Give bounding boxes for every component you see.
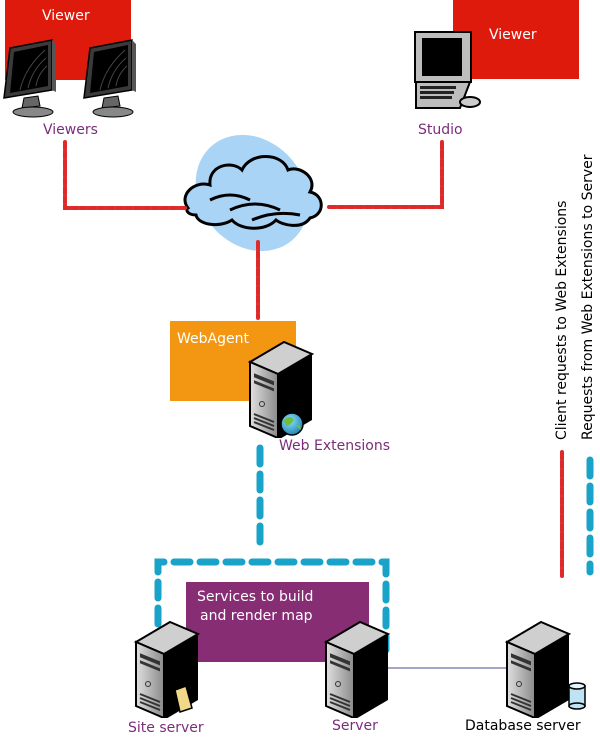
server-label: Server [332,718,378,734]
folder-icon [174,685,193,713]
globe-icon [280,412,304,436]
server-tower-icon [506,621,570,718]
web-extensions-label: Web Extensions [279,438,390,454]
viewers-to-cloud-line [63,140,187,210]
viewers-label: Viewers [43,122,98,138]
services-bounding-box [154,558,390,654]
studio-label: Studio [418,122,463,138]
studio-to-cloud-line [325,140,444,209]
viewer-box-left-label: Viewer [42,8,90,24]
legend-client-requests: Client requests to Web Extensions [554,200,570,440]
internet-cloud-icon [183,134,323,252]
webagent-label: WebAgent [177,331,249,347]
client-request-lines [63,140,444,320]
server-tower-icon [325,621,389,718]
monitor-icon [83,39,137,118]
database-server-label: Database server [465,718,581,734]
server-request-lines [154,444,390,654]
viewer-box-right [453,0,579,79]
legend-server-requests: Requests from Web Extensions to Server [580,154,596,440]
viewer-box-right-label: Viewer [489,27,537,43]
computer-keyboard-icon [414,31,481,109]
site-server-label: Site server [128,720,204,736]
services-label-line1: Services to build [197,589,314,605]
monitor-icon [3,39,57,118]
database-cylinder-icon [568,682,586,710]
services-label-line2: and render map [200,608,313,624]
